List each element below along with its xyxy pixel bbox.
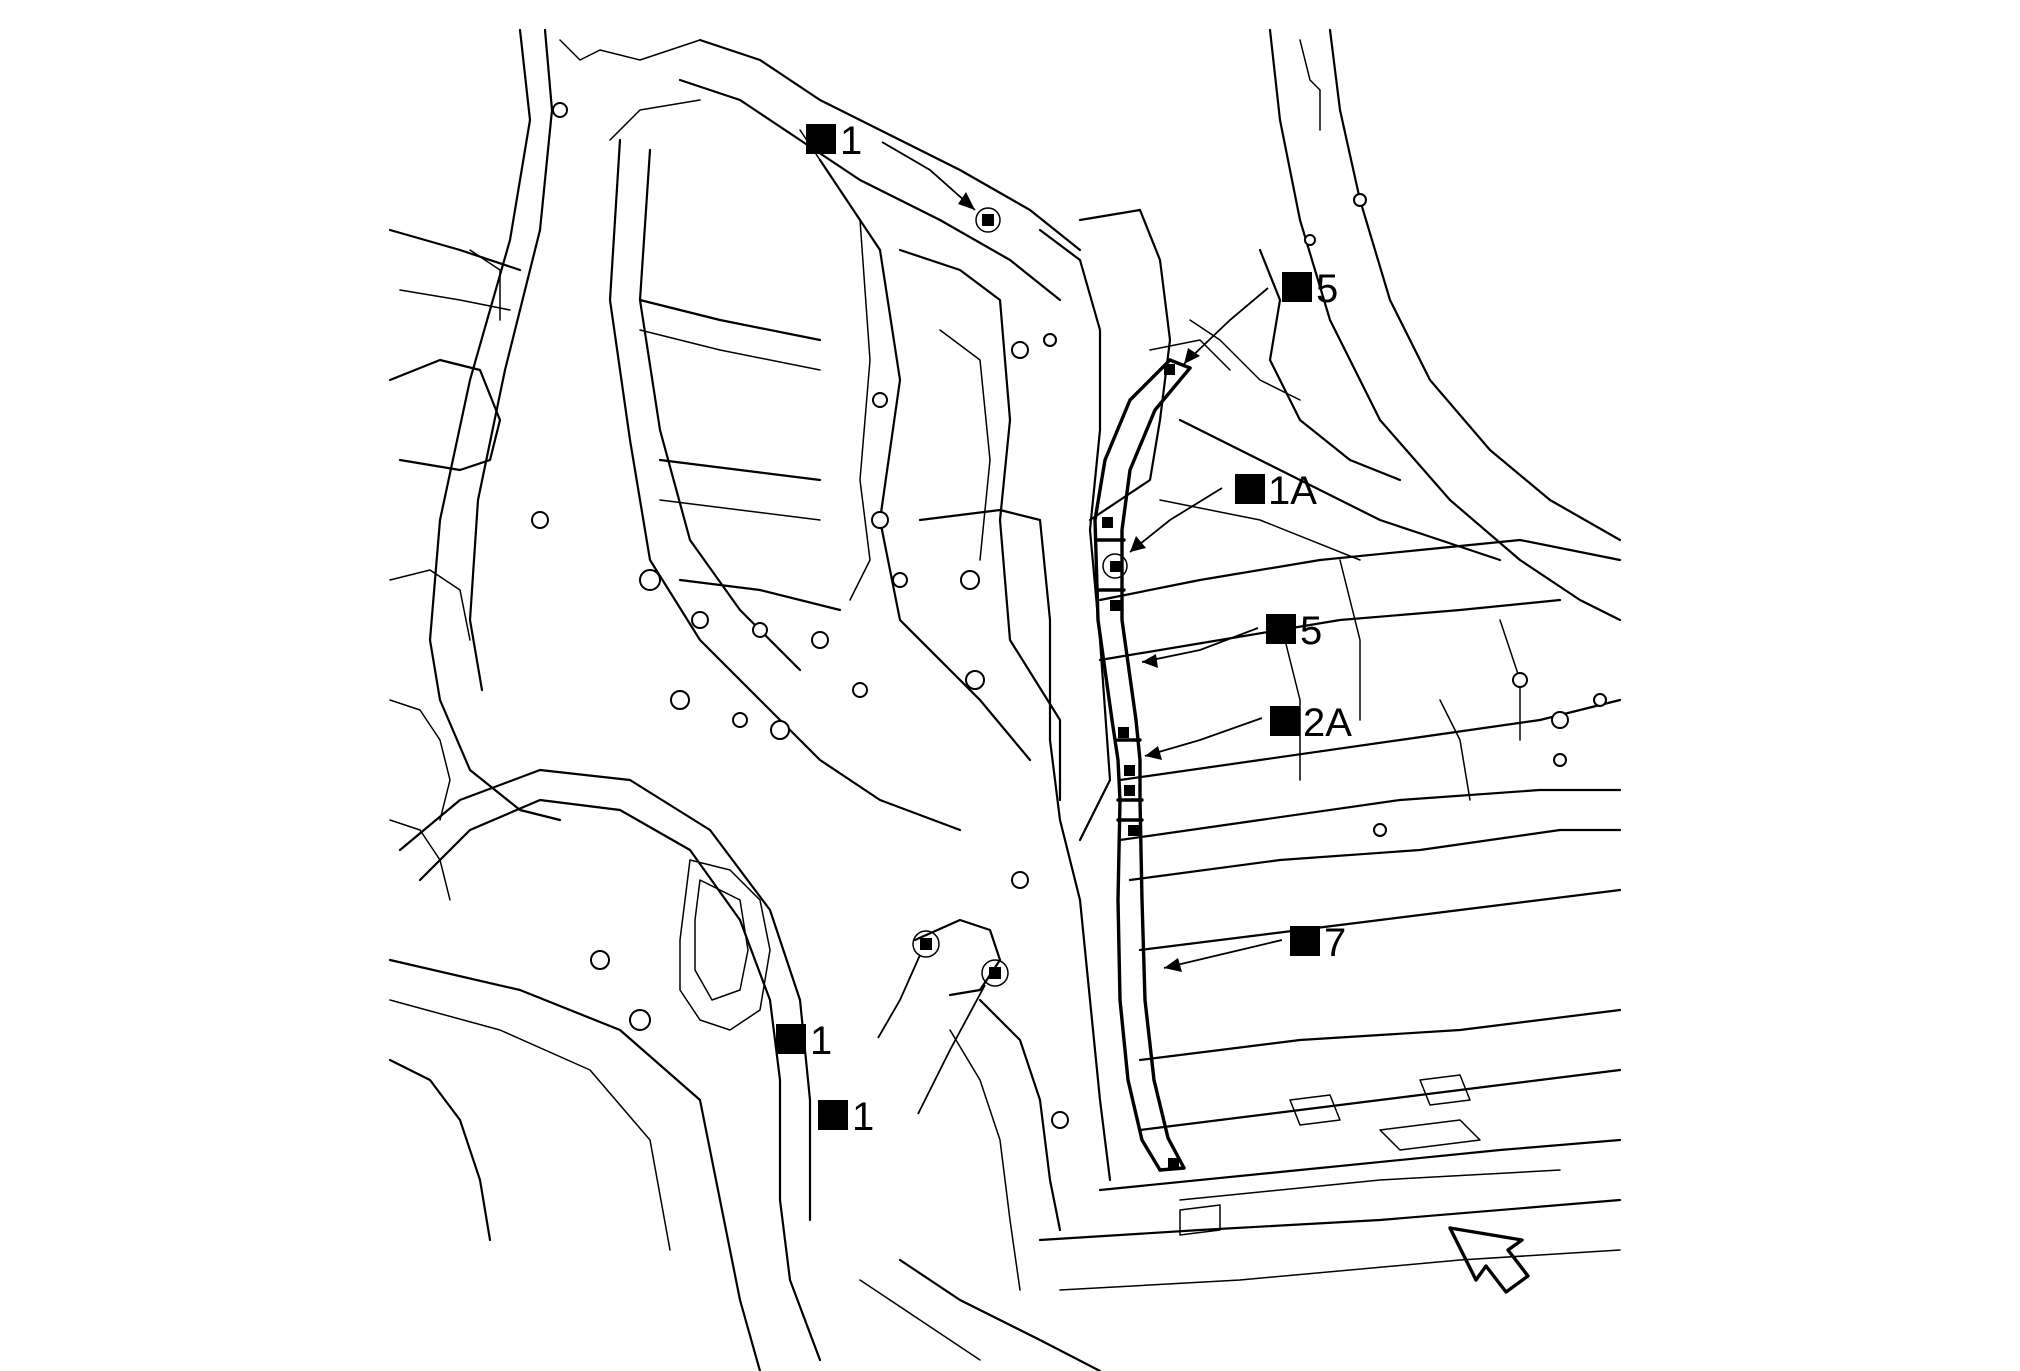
weld-point-icon — [1102, 517, 1113, 528]
callout-5-top: 5 — [1282, 267, 1338, 311]
leader-lines — [877, 141, 1283, 1115]
weld-circle — [912, 930, 940, 958]
callout-label: 1A — [1268, 469, 1317, 513]
callout-5-mid: 5 — [1266, 609, 1322, 653]
filled-square-icon — [1270, 706, 1300, 736]
weld-point-icon — [1128, 825, 1139, 836]
weld-point-icon — [1124, 785, 1135, 796]
weld-point-icon — [1118, 727, 1129, 738]
vehicle-body-lineart — [388, 28, 1622, 1371]
callout-label: 1 — [810, 1019, 832, 1063]
weld-point-icon — [920, 938, 932, 950]
weld-point-icon — [1110, 561, 1121, 572]
callout-label: 2A — [1303, 701, 1352, 745]
callout-label: 7 — [1324, 921, 1346, 965]
callout-7: 7 — [1290, 921, 1346, 965]
filled-square-icon — [1235, 474, 1265, 504]
weld-point-icon — [1168, 1158, 1179, 1169]
leader-arrowheads — [958, 192, 1200, 972]
weld-circle — [1102, 553, 1128, 579]
filled-square-icon — [776, 1024, 806, 1054]
direction-arrow-icon — [1448, 1226, 1530, 1294]
weld-points — [912, 207, 1179, 1169]
filled-square-icon — [1290, 926, 1320, 956]
filled-square-icon — [818, 1100, 848, 1130]
weld-circle — [975, 207, 1001, 233]
callout-1-lower-b: 1 — [818, 1095, 874, 1139]
callout-1-top: 1 — [806, 119, 862, 163]
weld-circle — [981, 959, 1009, 987]
filled-square-icon — [806, 124, 836, 154]
callout-label: 5 — [1300, 609, 1322, 653]
panel-holes — [531, 102, 1607, 1129]
callout-label: 1 — [840, 119, 862, 163]
callout-label: 1 — [852, 1095, 874, 1139]
filled-square-icon — [1266, 614, 1296, 644]
callout-1a: 1A — [1235, 469, 1317, 513]
callout-2a: 2A — [1270, 701, 1352, 745]
weld-point-icon — [1164, 364, 1175, 375]
callout-1-lower-a: 1 — [776, 1019, 832, 1063]
callout-label: 5 — [1316, 267, 1338, 311]
reinforcement-panel-outline — [1093, 358, 1192, 1172]
weld-point-icon — [982, 214, 994, 226]
filled-square-icon — [1282, 272, 1312, 302]
weld-point-icon — [1124, 765, 1135, 776]
weld-point-icon — [989, 967, 1001, 979]
weld-point-icon — [1110, 600, 1121, 611]
